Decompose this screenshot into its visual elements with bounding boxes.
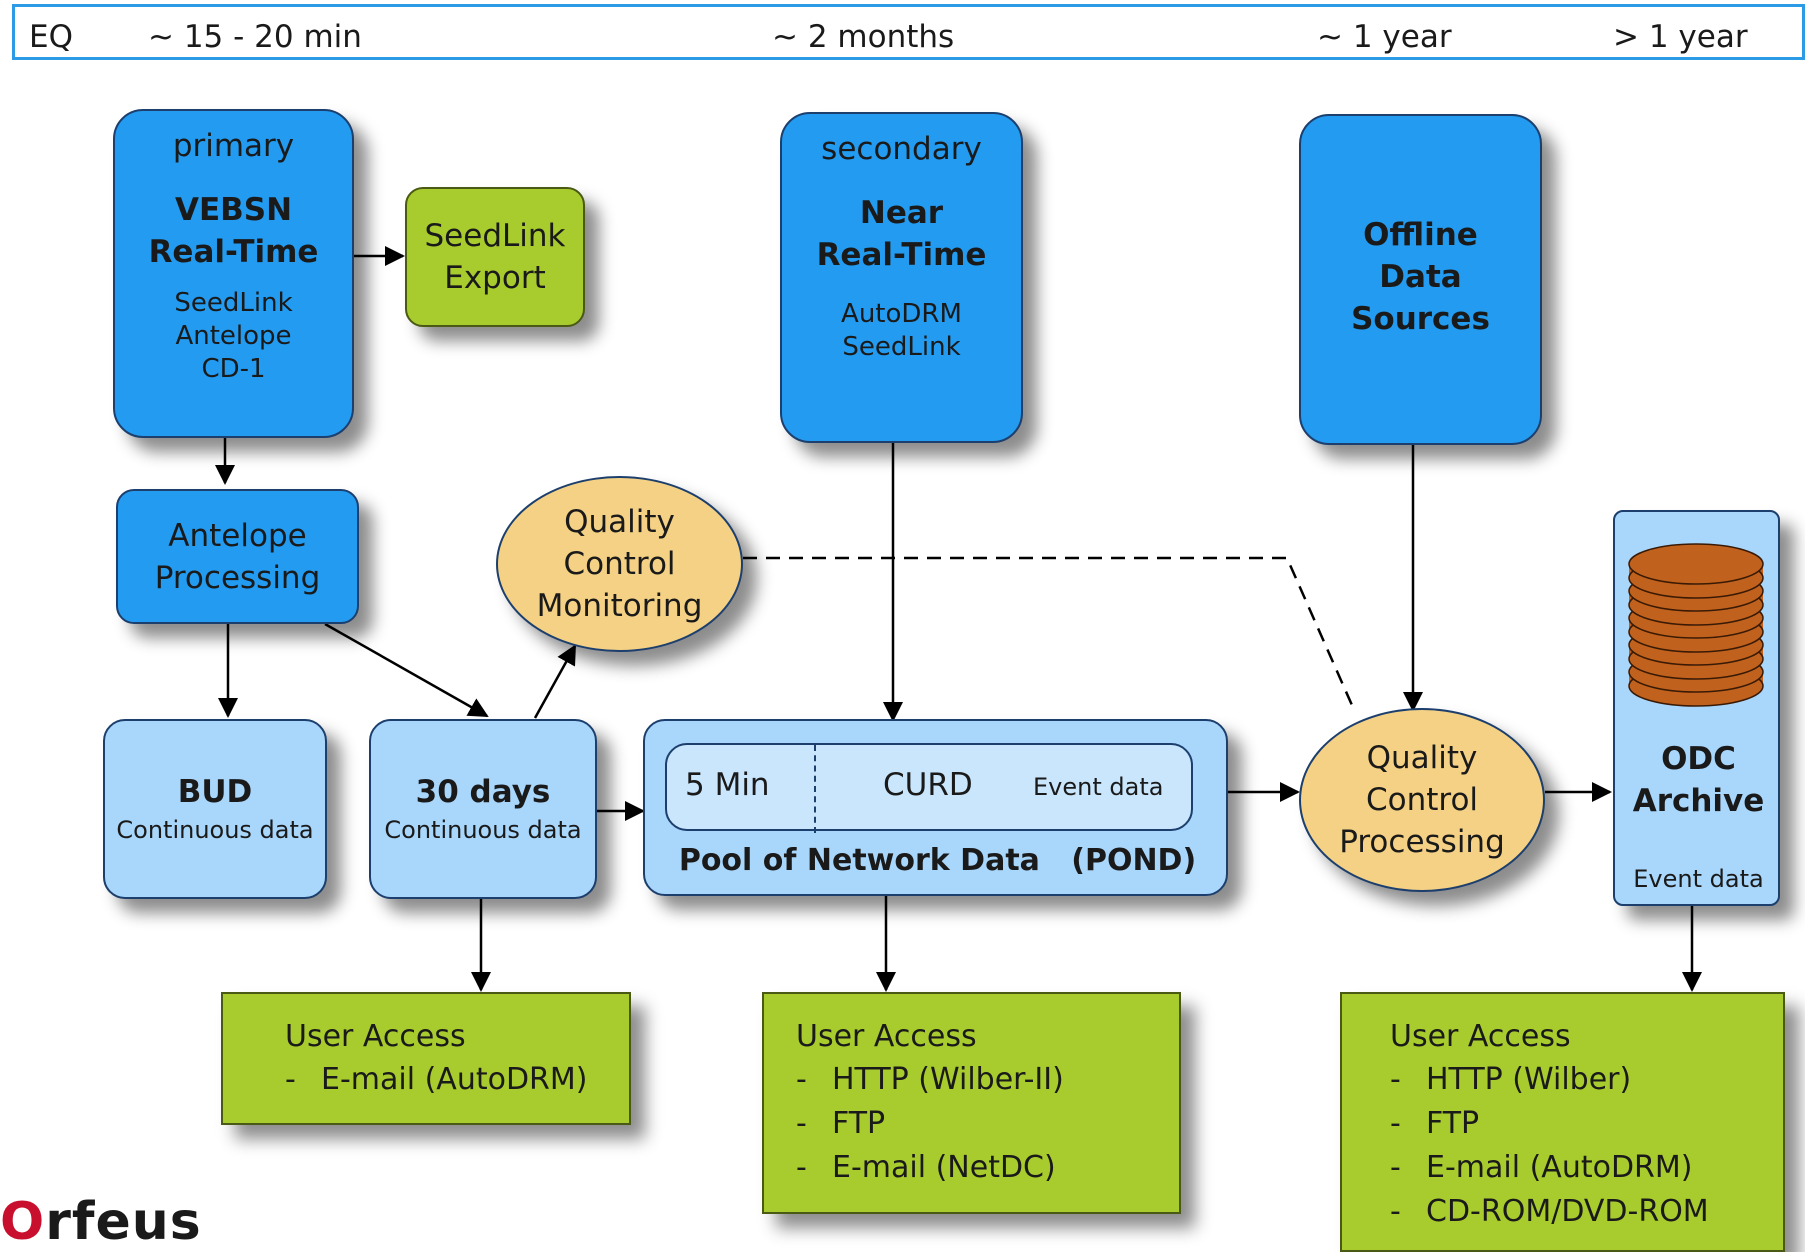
user-access-email-box: User Access -E-mail (AutoDRM): [221, 992, 631, 1125]
odc-line-1: ODC: [1661, 741, 1736, 777]
dashed-qc-link: [743, 556, 1357, 713]
primary-title-line-1: VEBSN: [174, 192, 293, 228]
pond-segment-5min: 5 Min: [685, 767, 770, 803]
user-access-item: -FTP: [796, 1106, 886, 1141]
secondary-item-seedlink: SeedLink: [842, 332, 961, 362]
timeline-1-year: ~ 1 year: [1317, 19, 1452, 55]
secondary-title-line-2: Real-Time: [816, 237, 987, 273]
odc-sub: Event data: [1633, 865, 1764, 893]
orfeus-logo: Orfeus: [0, 1192, 202, 1252]
antelope-processing-line-2: Processing: [154, 559, 321, 596]
secondary-tag: secondary: [821, 131, 982, 167]
secondary-title-line-1: Near: [859, 195, 944, 231]
user-access-item: -E-mail (AutoDRM): [1390, 1150, 1693, 1185]
pond-title: Pool of Network Data (POND): [678, 843, 1197, 878]
user-access-heading: User Access: [285, 1019, 466, 1054]
offline-line-3: Sources: [1351, 301, 1490, 337]
thirty-days-title: 30 days: [415, 774, 551, 810]
qc-processing-line-2: Control: [1365, 782, 1479, 818]
user-access-item: -CD-ROM/DVD-ROM: [1390, 1194, 1709, 1229]
database-disks-icon: [1628, 543, 1764, 707]
primary-item-cd1: CD-1: [201, 354, 266, 384]
timeline-over-1-year: > 1 year: [1613, 19, 1748, 55]
primary-source-box: primary VEBSN Real-Time SeedLink Antelop…: [113, 109, 354, 438]
user-access-item: -HTTP (Wilber): [1390, 1062, 1632, 1097]
offline-line-2: Data: [1379, 259, 1462, 295]
arrow-30days-to-qc-monitoring: [533, 644, 577, 719]
pond-segment-event-data: Event data: [1033, 773, 1164, 801]
pond-segment-bar: 5 Min CURD Event data: [665, 743, 1193, 833]
antelope-processing-line-1: Antelope: [168, 517, 307, 554]
secondary-item-autodrm: AutoDRM: [841, 299, 962, 329]
timeline-bar: EQ ~ 15 - 20 min ~ 2 months ~ 1 year > 1…: [12, 4, 1805, 60]
user-access-heading: User Access: [1390, 1019, 1571, 1054]
offline-line-1: Offline: [1363, 217, 1478, 253]
qc-monitoring-oval: Quality Control Monitoring: [496, 476, 743, 652]
seedlink-export-line-1: SeedLink: [424, 218, 566, 254]
timeline-eq: EQ: [29, 19, 73, 55]
thirty-days-box: 30 days Continuous data: [369, 719, 597, 899]
bud-title: BUD: [177, 774, 253, 810]
user-access-archive-box: User Access -HTTP (Wilber) -FTP -E-mail …: [1340, 992, 1785, 1252]
qc-processing-line-1: Quality: [1366, 740, 1478, 776]
primary-item-seedlink: SeedLink: [174, 288, 293, 318]
secondary-source-box: secondary Near Real-Time AutoDRM SeedLin…: [780, 112, 1023, 443]
logo-text: rfeus: [45, 1192, 202, 1252]
timeline-2-months: ~ 2 months: [772, 19, 955, 55]
pond-box: 5 Min CURD Event data Pool of Network Da…: [643, 719, 1228, 896]
user-access-item: -E-mail (NetDC): [796, 1150, 1056, 1185]
primary-item-antelope: Antelope: [175, 321, 292, 351]
primary-tag: primary: [172, 128, 295, 164]
qc-monitoring-line-1: Quality: [564, 504, 675, 540]
pond-segment-curd: CURD: [883, 767, 973, 803]
qc-processing-oval: Quality Control Processing: [1299, 708, 1545, 892]
seedlink-export-box: SeedLink Export: [405, 187, 585, 327]
primary-title-line-2: Real-Time: [148, 234, 319, 270]
user-access-item: -FTP: [1390, 1106, 1480, 1141]
user-access-heading: User Access: [796, 1019, 977, 1054]
bud-sub: Continuous data: [116, 816, 314, 844]
seedlink-export-line-2: Export: [444, 260, 546, 296]
odc-archive-box: ODC Archive Event data: [1613, 510, 1780, 906]
arrow-antelope-to-30days: [324, 622, 489, 718]
qc-processing-line-3: Processing: [1339, 824, 1505, 860]
disk-top: [1628, 543, 1764, 585]
qc-monitoring-line-3: Monitoring: [536, 588, 703, 624]
timeline-15-20-min: ~ 15 - 20 min: [148, 19, 362, 55]
offline-sources-box: Offline Data Sources: [1299, 114, 1542, 445]
antelope-processing-box: Antelope Processing: [116, 489, 359, 624]
user-access-item: -HTTP (Wilber-II): [796, 1062, 1064, 1097]
user-access-pond-box: User Access -HTTP (Wilber-II) -FTP -E-ma…: [762, 992, 1181, 1214]
odc-line-2: Archive: [1632, 783, 1765, 819]
pond-segment-divider: [814, 745, 816, 833]
qc-monitoring-line-2: Control: [563, 546, 676, 582]
logo-letter-o: O: [0, 1192, 46, 1252]
bud-box: BUD Continuous data: [103, 719, 327, 899]
thirty-days-sub: Continuous data: [384, 816, 582, 844]
user-access-item: -E-mail (AutoDRM): [285, 1062, 588, 1097]
